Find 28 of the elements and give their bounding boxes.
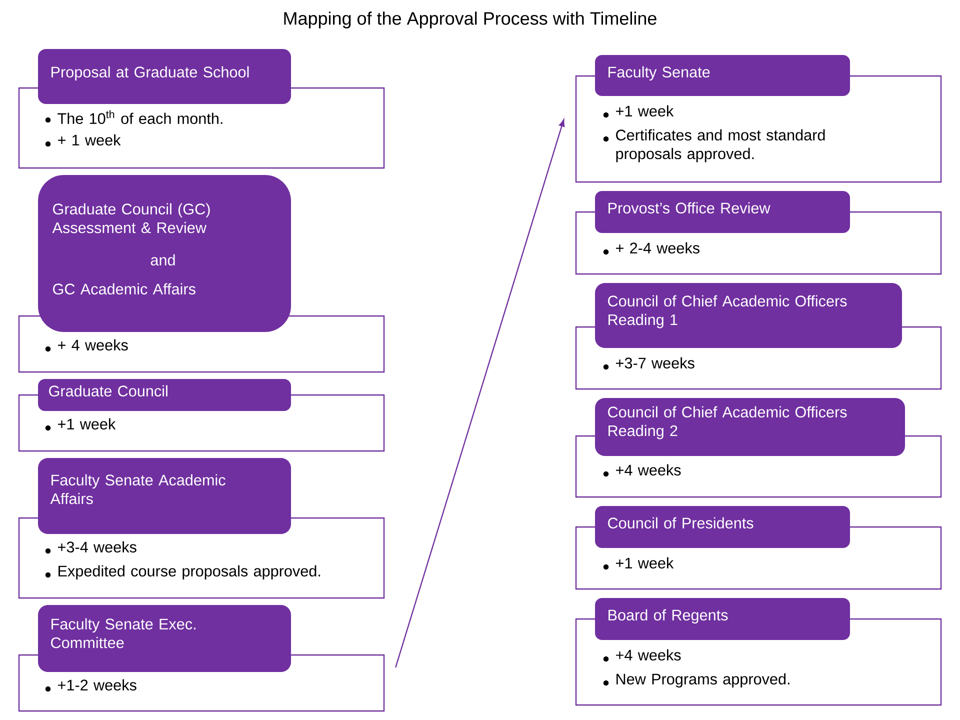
bullet-text: +3-7 weeks [616, 357, 694, 369]
stage-header: Proposal at Graduate School [38, 49, 291, 104]
stage-header: Board of Regents [595, 598, 850, 640]
bullet-text: +3-4 weeks [58, 541, 136, 553]
stage-header: Council of Chief Academic Officers Reading 2 [595, 398, 905, 456]
bullet-text: + 1 week [58, 134, 121, 146]
title: Mapping of the Approval Process with Timeline [284, 12, 656, 28]
bullet-text: Expedited course proposals approved. [58, 565, 320, 580]
stage-header: Council of Presidents [595, 506, 850, 548]
bullet-text: +1 week [616, 105, 674, 117]
bullet-text: +4 weeks [616, 464, 681, 476]
stage-header: Faculty Senate Exec. Committee [38, 605, 291, 672]
bullet-text: The 10$^{th}$ of each month. [58, 110, 222, 124]
stage-header: Graduate Council [38, 379, 291, 411]
bullet-text: +1 week [58, 418, 116, 430]
stage-header: Council of Chief Academic Officers Reading 1 [595, 283, 902, 348]
bullet-text: + 4 weeks [58, 339, 128, 351]
bullet-text: +1-2 weeks [58, 679, 136, 691]
stage-header: Faculty Senate [595, 55, 850, 96]
stage-header: Graduate Council (GC) Assessment & Review and GC Academic Affairs [38, 175, 291, 332]
stage-header: Provost’s Office Review [595, 191, 850, 233]
bullet-text: New Programs approved. [616, 673, 790, 688]
bullet-text: + 2-4 weeks [616, 242, 700, 254]
bullet-text: +1 week [616, 557, 674, 569]
bullet-text: Certificates and most standard proposals approved. [616, 129, 825, 162]
arrow [395, 119, 565, 668]
bullet-text: +4 weeks [616, 649, 681, 661]
stage-header: Faculty Senate Academic Affairs [38, 458, 291, 534]
